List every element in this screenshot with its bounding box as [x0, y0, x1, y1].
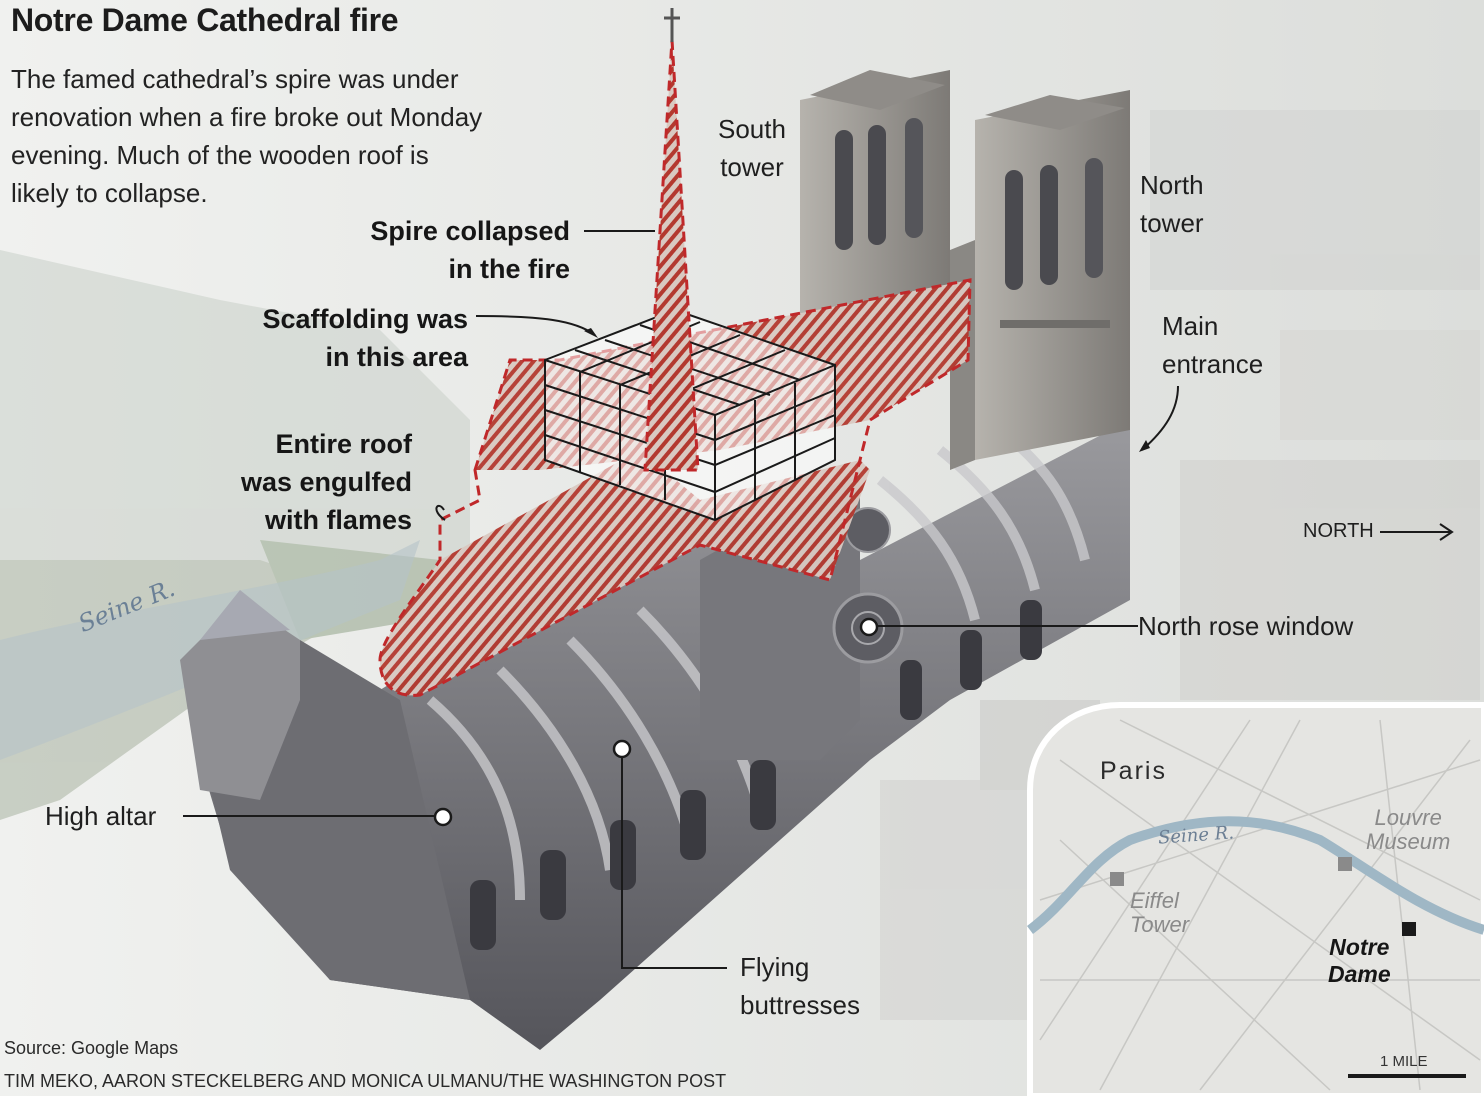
scaffolding-callout: Scaffolding was in this area — [262, 300, 468, 376]
callout-line: tower — [1140, 208, 1204, 238]
callout-line: in this area — [325, 342, 468, 372]
south-tower-label: South tower — [718, 110, 786, 186]
spire — [643, 8, 700, 472]
callout-line: Scaffolding was — [262, 304, 468, 334]
intro-line: likely to collapse. — [11, 178, 208, 208]
flying-buttresses-label: Flying buttresses — [740, 948, 860, 1024]
inset-map — [1026, 702, 1484, 1096]
source-note: Source: Google Maps — [4, 1038, 179, 1058]
map-line: Eiffel — [1130, 888, 1179, 913]
callout-dots — [433, 617, 879, 827]
high-altar-label: High altar — [45, 801, 157, 831]
callout-line: with flames — [264, 505, 412, 535]
callout-line: Spire collapsed — [370, 216, 570, 246]
louvre-marker — [1338, 857, 1352, 871]
north-tower-label: North tower — [1140, 166, 1204, 242]
intro-line: The famed cathedral’s spire was under — [11, 64, 459, 94]
map-line: Dame — [1328, 961, 1391, 987]
callout-line: tower — [720, 152, 784, 182]
cathedral — [180, 8, 1130, 1050]
credit-line: TIM MEKO, AARON STECKELBERG AND MONICA U… — [4, 1071, 727, 1091]
callout-line: buttresses — [740, 990, 860, 1020]
eiffel-marker — [1110, 872, 1124, 886]
callout-line: in the fire — [448, 254, 570, 284]
intro-text: The famed cathedral’s spire was under re… — [11, 60, 571, 212]
map-line: Museum — [1366, 829, 1451, 854]
callout-line: entrance — [1162, 349, 1264, 379]
inset-louvre-label: Louvre Museum — [1366, 806, 1450, 854]
notre-dame-marker — [1402, 922, 1416, 936]
north-arrow-icon — [1380, 523, 1454, 541]
main-entrance-label: Main entrance — [1162, 307, 1263, 383]
callout-line: Main — [1162, 311, 1219, 341]
intro-line: evening. Much of the wooden roof is — [11, 140, 429, 170]
callout-line: Flying — [740, 952, 810, 982]
scale-label: 1 MILE — [1380, 1053, 1428, 1070]
north-rose-window-label: North rose window — [1138, 611, 1354, 641]
inset-eiffel-label: Eiffel Tower — [1130, 889, 1189, 937]
intro-line: renovation when a fire broke out Monday — [11, 102, 483, 132]
callout-line: was engulfed — [240, 467, 412, 497]
inset-notre-dame-label: Notre Dame — [1328, 934, 1391, 988]
callout-line: North — [1140, 170, 1204, 200]
page-title: Notre Dame Cathedral fire — [11, 2, 399, 38]
inset-city-label: Paris — [1100, 757, 1167, 785]
south-tower — [800, 70, 950, 360]
callout-line: Entire roof — [275, 429, 412, 459]
map-line: Notre — [1329, 934, 1390, 960]
callout-line: South — [718, 114, 786, 144]
spire-callout: Spire collapsed in the fire — [370, 212, 570, 288]
north-tower — [975, 90, 1130, 460]
north-direction-label: NORTH — [1303, 520, 1374, 542]
map-line: Tower — [1130, 912, 1190, 937]
map-line: Louvre — [1374, 805, 1442, 830]
roof-callout: Entire roof was engulfed with flames — [241, 425, 412, 539]
